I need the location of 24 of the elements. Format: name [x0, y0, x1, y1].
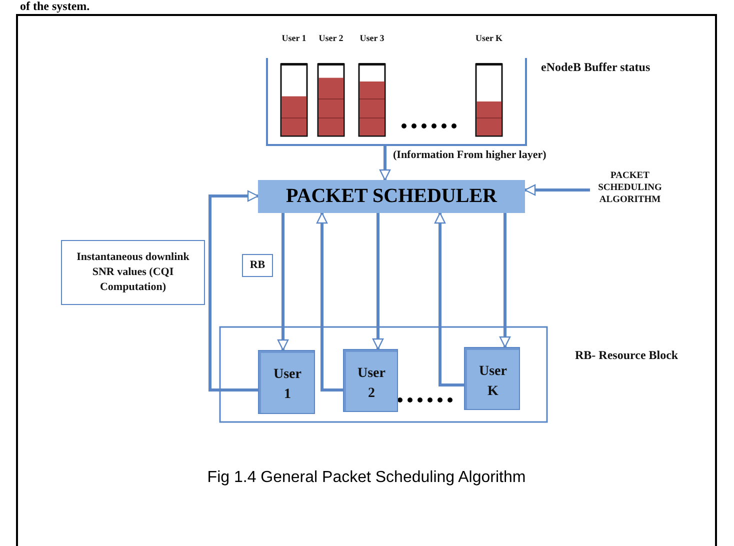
- figure-caption: Fig 1.4 General Packet Scheduling Algorithm: [206, 469, 527, 487]
- hollow-arrow: [316, 212, 343, 392]
- edge-label: (Information From higher layer): [393, 149, 546, 161]
- body-text: of the system.: [20, 0, 90, 13]
- hollow-arrow: [434, 212, 464, 386]
- hollow-arrow: [208, 190, 259, 392]
- hollow-arrow: [277, 213, 289, 351]
- user-label: User 2: [318, 33, 344, 43]
- side-label: eNodeB Buffer status: [541, 60, 650, 75]
- user-label: User 3: [358, 33, 386, 43]
- user-box: User 1: [258, 350, 315, 414]
- user-box: User K: [464, 347, 520, 410]
- hollow-arrow: [379, 146, 391, 181]
- scheduler-box: PACKET SCHEDULER: [258, 180, 525, 213]
- rb-box: RB: [242, 254, 273, 277]
- hollow-arrow: [499, 213, 511, 348]
- algorithm-label: PACKET SCHEDULING ALGORITHM: [590, 170, 670, 212]
- hollow-arrow: [524, 184, 590, 196]
- hollow-arrow: [372, 213, 384, 350]
- side-label: RB- Resource Block: [575, 348, 678, 363]
- user-box: User 2: [343, 349, 398, 412]
- user-label: User 1: [280, 33, 308, 43]
- snr-box: Instantaneous downlink SNR values (CQI Computation): [61, 240, 205, 305]
- user-label: User K: [474, 33, 504, 43]
